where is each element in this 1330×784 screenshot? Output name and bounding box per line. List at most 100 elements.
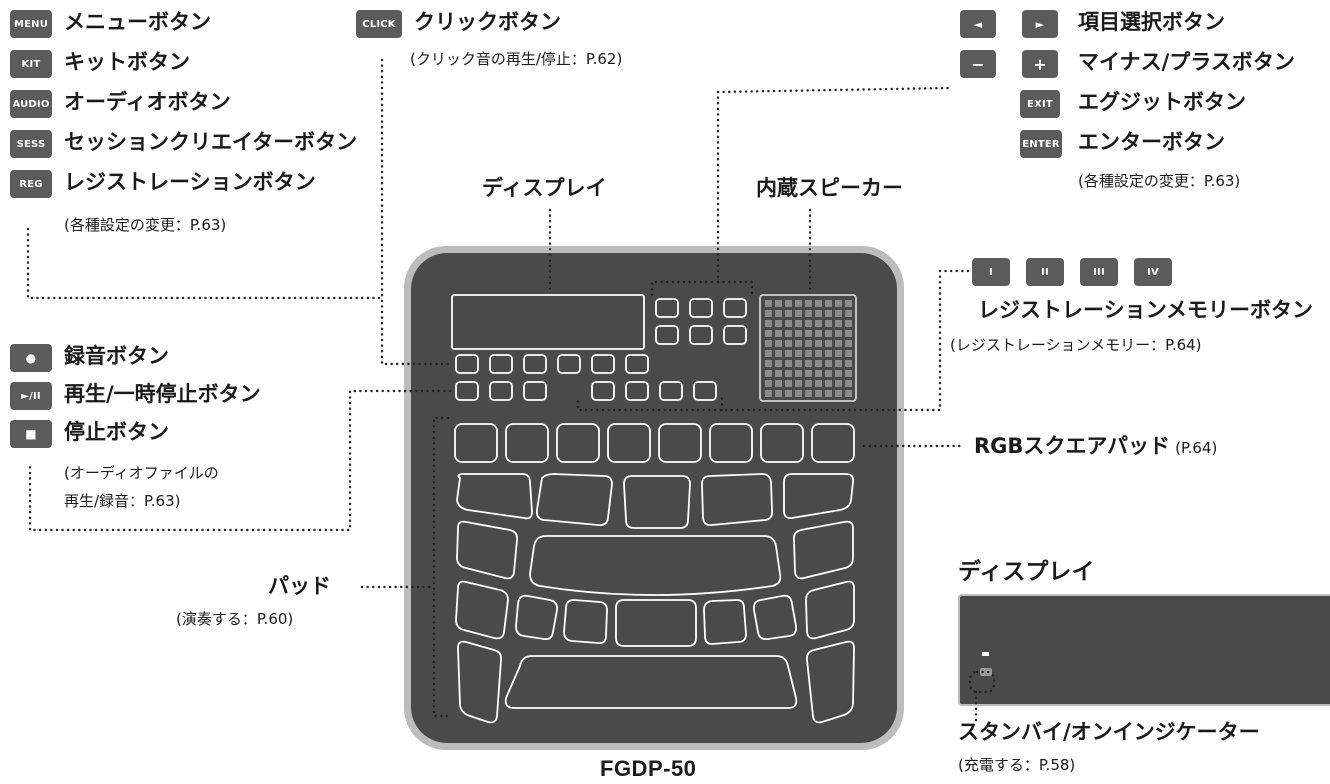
drum-pad: [805, 640, 855, 724]
drum-pad: [535, 473, 613, 527]
leader-right-group-b: [650, 90, 720, 298]
standby-indicator: [980, 668, 992, 676]
device-plus-button: [689, 325, 713, 345]
speaker-hole: [815, 390, 822, 397]
plusminus-button-label: マイナス/プラスボタン: [1078, 50, 1295, 74]
speaker-hole: [765, 330, 772, 337]
speaker-hole: [765, 380, 772, 387]
drum-pad: [456, 473, 533, 520]
speaker-hole: [805, 340, 812, 347]
product-name: FGDP-50: [600, 756, 697, 781]
menu-button-label: メニューボタン: [64, 10, 211, 34]
speaker-hole: [805, 370, 812, 377]
indicator-line: [982, 652, 989, 656]
speaker-hole: [845, 300, 852, 307]
drum-pad: [752, 594, 798, 641]
rgb-ref: (P.64): [1175, 439, 1218, 457]
sess-button-label: セッションクリエイターボタン: [64, 130, 358, 154]
speaker-hole: [775, 370, 782, 377]
speaker-hole: [845, 350, 852, 357]
speaker-hole: [835, 310, 842, 317]
speaker-hole: [835, 300, 842, 307]
speaker-hole: [785, 360, 792, 367]
device-kit-button: [489, 354, 513, 374]
drum-pad: [563, 599, 608, 645]
audio-button-label: オーディオボタン: [64, 90, 231, 114]
speaker-hole: [835, 360, 842, 367]
speaker-hole: [785, 300, 792, 307]
speaker-hole: [785, 340, 792, 347]
speaker-hole: [835, 320, 842, 327]
speaker-hole: [845, 340, 852, 347]
drum-pad: [615, 599, 697, 647]
speaker-hole: [845, 380, 852, 387]
regmem-4-key-icon: IV: [1134, 258, 1172, 286]
speaker-hole: [795, 320, 802, 327]
stop-icon: ■: [10, 420, 52, 448]
leader-pad-bracket: [432, 416, 450, 718]
speaker-hole: [825, 330, 832, 337]
device-exit-button: [723, 298, 747, 318]
device-enter-button: [723, 325, 747, 345]
speaker-hole: [845, 370, 852, 377]
speaker-hole: [825, 350, 832, 357]
drum-pad: [456, 520, 519, 580]
select-button-label: 項目選択ボタン: [1078, 10, 1225, 34]
minus-icon: −: [960, 50, 996, 78]
speaker-hole: [785, 310, 792, 317]
leader-transport: [28, 389, 452, 532]
device-left-button: [655, 298, 679, 318]
device-body: [411, 253, 897, 743]
device-regmem-3: [659, 381, 683, 401]
speaker-hole: [765, 310, 772, 317]
speaker-hole: [775, 300, 782, 307]
speaker-hole: [765, 340, 772, 347]
speaker-hole: [765, 350, 772, 357]
indicator-label: スタンバイ/オンインジケーター: [958, 720, 1260, 744]
speaker-grille: [759, 294, 857, 402]
click-key-icon: CLICK: [356, 10, 402, 38]
speaker-hole: [775, 350, 782, 357]
speaker-hole: [805, 380, 812, 387]
reg-key-icon: REG: [10, 170, 52, 198]
speaker-hole: [835, 340, 842, 347]
speaker-hole: [825, 340, 832, 347]
speaker-hole: [765, 320, 772, 327]
display-inset-title: ディスプレイ: [958, 559, 1095, 585]
speaker-hole: [775, 310, 782, 317]
enter-key-icon: ENTER: [1020, 130, 1062, 158]
speaker-hole: [815, 310, 822, 317]
device-play-button: [489, 381, 513, 401]
device-click-button: [625, 354, 649, 374]
speaker-hole: [795, 330, 802, 337]
device-minus-button: [655, 325, 679, 345]
speaker-hole: [815, 320, 822, 327]
speaker-hole: [785, 330, 792, 337]
speaker-hole: [785, 320, 792, 327]
drum-pad-large: [504, 655, 798, 709]
speaker-hole: [765, 300, 772, 307]
leader-click: [380, 58, 452, 366]
drum-pad: [457, 640, 503, 724]
speaker-hole: [835, 330, 842, 337]
kit-key-icon: KIT: [10, 50, 52, 78]
right-group-ref: (各種設定の変更：P.63): [1078, 172, 1241, 190]
click-ref: (クリック音の再生/停止：P.62): [410, 50, 623, 68]
drum-pad: [792, 520, 854, 580]
speaker-hole: [795, 310, 802, 317]
display-inset: [958, 594, 1330, 706]
device-record-button: [455, 381, 479, 401]
drum-pad: [805, 580, 855, 640]
rgb-pad: [760, 423, 804, 463]
speaker-hole: [815, 300, 822, 307]
drum-pad: [783, 473, 855, 520]
plus-icon: +: [1022, 50, 1058, 78]
device-right-button: [689, 298, 713, 318]
speaker-hole: [805, 360, 812, 367]
speaker-hole: [785, 370, 792, 377]
leader-regmem: [576, 269, 970, 412]
speaker-hole: [775, 330, 782, 337]
left-arrow-icon: ◄: [960, 10, 996, 38]
stop-button-label: 停止ボタン: [64, 420, 169, 444]
